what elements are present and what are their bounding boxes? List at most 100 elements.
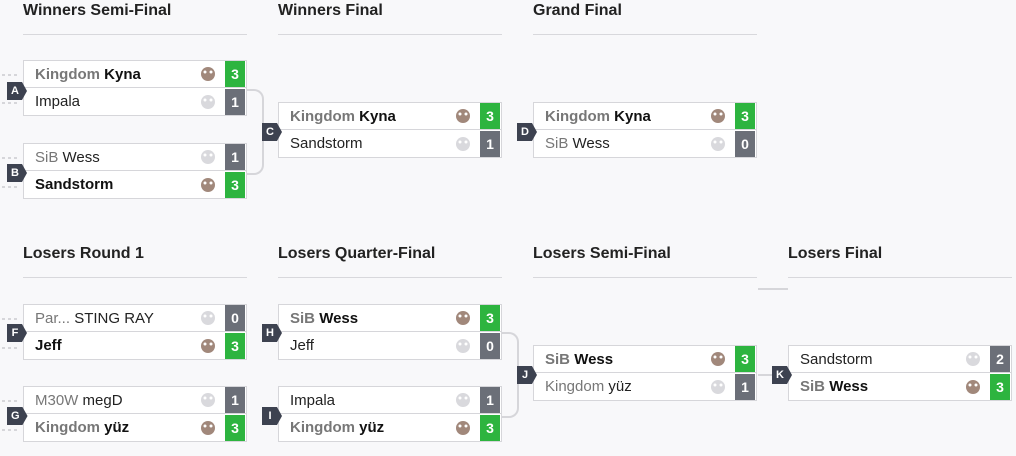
participant-name[interactable]: Sandstorm — [789, 351, 958, 368]
player-name[interactable]: Kyna — [359, 107, 396, 125]
match-tag-a[interactable]: A — [7, 82, 27, 100]
character-icon — [448, 307, 478, 329]
participant-name[interactable]: SiB Wess — [534, 135, 703, 152]
participant-name[interactable]: Kingdom yüz — [24, 419, 193, 436]
participant-name[interactable]: Kingdom Kyna — [534, 108, 703, 125]
character-icon — [193, 146, 223, 168]
round-title-winners-semi: Winners Semi-Final — [23, 2, 247, 35]
score-badge: 0 — [480, 332, 500, 359]
match-tag-h[interactable]: H — [262, 324, 282, 342]
player-name[interactable]: Sandstorm — [35, 176, 114, 193]
participant-name[interactable]: Jeff — [24, 337, 193, 354]
character-icon — [193, 174, 223, 196]
player-name[interactable]: yüz — [608, 378, 632, 395]
bracket-connector — [758, 288, 788, 290]
team-prefix: Kingdom — [290, 107, 355, 125]
player-name[interactable]: megD — [82, 391, 123, 409]
participant-name[interactable]: SiB Wess — [789, 378, 958, 395]
participant-name[interactable]: SiB Wess — [24, 149, 193, 166]
match-tag-b[interactable]: B — [7, 164, 27, 182]
character-icon — [193, 307, 223, 329]
bracket-stub — [2, 429, 18, 431]
participant-name[interactable]: Kingdom Kyna — [279, 108, 448, 125]
player-name[interactable]: Jeff — [290, 337, 314, 354]
score-badge: 1 — [480, 130, 500, 157]
participant-name[interactable]: Sandstorm — [279, 135, 448, 152]
bracket-stub — [2, 74, 18, 76]
player-name[interactable]: Wess — [829, 378, 869, 395]
bracket-stub — [2, 347, 18, 349]
player-name[interactable]: Sandstorm — [800, 350, 873, 368]
team-prefix: Kingdom — [290, 419, 355, 436]
player-name[interactable]: STING RAY — [74, 309, 154, 327]
character-icon — [958, 376, 988, 398]
match-tag-k[interactable]: K — [772, 366, 792, 384]
participant-name[interactable]: Par... STING RAY — [24, 310, 193, 327]
participant-name[interactable]: Sandstorm — [24, 176, 193, 193]
match-tag-f[interactable]: F — [7, 324, 27, 342]
player-name[interactable]: Impala — [35, 93, 81, 110]
participant-name[interactable]: Impala — [279, 392, 448, 409]
player-name[interactable]: yüz — [359, 419, 385, 436]
participant-row[interactable]: Kingdom yüz 1 — [533, 373, 757, 401]
participant-name[interactable]: M30W megD — [24, 392, 193, 409]
match-tag-g[interactable]: G — [7, 407, 28, 425]
match-tag-c[interactable]: C — [262, 123, 282, 141]
participant-name[interactable]: Kingdom yüz — [534, 378, 703, 395]
match-tag-i[interactable]: I — [262, 407, 282, 425]
player-name[interactable]: Sandstorm — [290, 135, 363, 152]
participant-name[interactable]: Impala — [24, 93, 193, 110]
match-tag-d[interactable]: D — [517, 123, 537, 141]
participant-row[interactable]: Jeff 0 — [278, 332, 502, 360]
player-name[interactable]: Wess — [574, 350, 614, 368]
match-tag-j[interactable]: J — [517, 366, 537, 384]
player-name[interactable]: Wess — [62, 148, 100, 166]
bracket-stub — [2, 186, 18, 188]
participant-name[interactable]: SiB Wess — [534, 351, 703, 368]
player-name[interactable]: Jeff — [35, 337, 62, 354]
team-prefix: M30W — [35, 391, 79, 409]
player-name[interactable]: Impala — [290, 391, 336, 409]
player-name[interactable]: Kyna — [614, 107, 651, 125]
participant-name[interactable]: Jeff — [279, 337, 448, 354]
player-name[interactable]: Wess — [319, 309, 359, 327]
participant-row[interactable]: Sandstorm 1 — [278, 130, 502, 158]
character-icon — [448, 417, 478, 439]
participant-name[interactable]: Kingdom yüz — [279, 419, 448, 436]
player-name[interactable]: Kyna — [104, 65, 141, 83]
score-badge: 3 — [480, 305, 500, 331]
player-name[interactable]: yüz — [104, 419, 130, 436]
score-badge: 3 — [990, 373, 1010, 400]
participant-name[interactable]: Kingdom Kyna — [24, 66, 193, 83]
score-badge: 1 — [735, 373, 755, 400]
participant-name[interactable]: SiB Wess — [279, 310, 448, 327]
participant-row[interactable]: SiB Wess 3 — [788, 373, 1012, 401]
participant-row[interactable]: SiB Wess 3 — [278, 304, 502, 332]
player-name[interactable]: Wess — [572, 135, 610, 152]
